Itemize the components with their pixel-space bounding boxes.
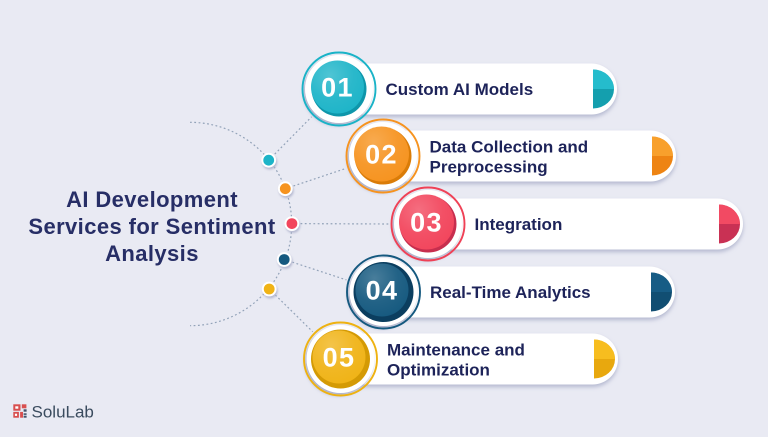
svg-text:Maintenance and: Maintenance and <box>387 341 525 360</box>
svg-text:01: 01 <box>321 73 354 103</box>
svg-text:Data Collection and: Data Collection and <box>430 138 589 157</box>
svg-text:Preprocessing: Preprocessing <box>430 158 548 177</box>
svg-text:04: 04 <box>366 276 399 306</box>
svg-text:Integration: Integration <box>475 215 563 234</box>
svg-text:Custom AI Models: Custom AI Models <box>386 80 534 99</box>
svg-text:02: 02 <box>365 140 398 170</box>
svg-text:03: 03 <box>410 208 443 238</box>
svg-text:AI Development: AI Development <box>66 187 238 212</box>
svg-text:Optimization: Optimization <box>387 361 490 380</box>
svg-text:Services for Sentiment: Services for Sentiment <box>28 214 275 239</box>
svg-text:05: 05 <box>323 343 356 373</box>
svg-text:Real-Time Analytics: Real-Time Analytics <box>430 283 591 302</box>
svg-text:SoluLab: SoluLab <box>32 403 94 422</box>
svg-text:Analysis: Analysis <box>105 241 199 266</box>
